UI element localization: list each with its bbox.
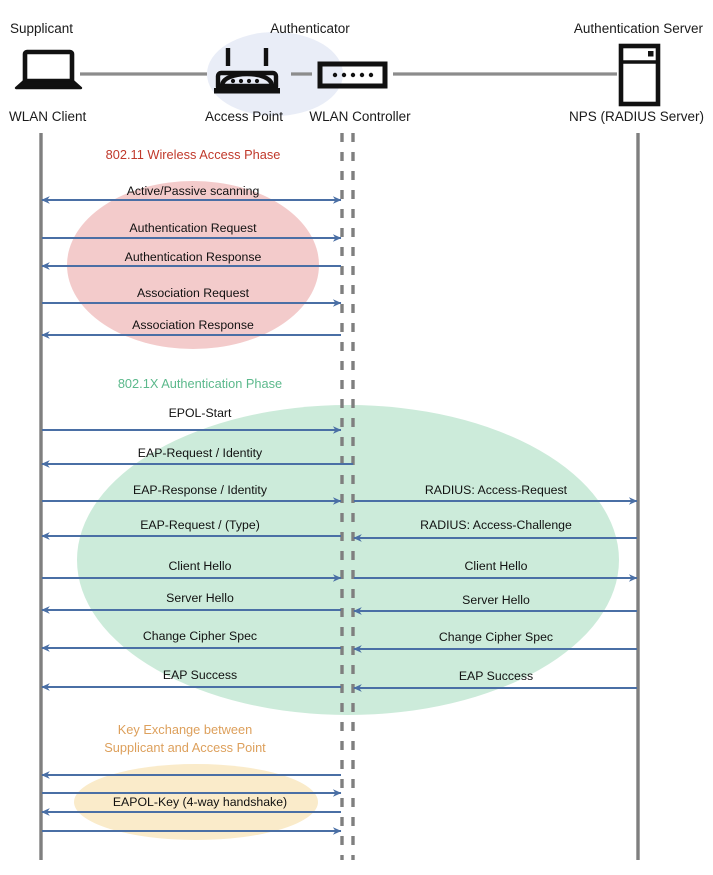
device-label-nps-radius-server: NPS (RADIUS Server) (569, 109, 704, 124)
message-label-radius-access-request: RADIUS: Access-Request (425, 483, 568, 497)
phase-label-802-11: 802.11 Wireless Access Phase (106, 147, 281, 162)
phase-label-key-exchange-line2: Supplicant and Access Point (104, 740, 266, 755)
message-label-change-cipher-spec-right: Change Cipher Spec (439, 630, 553, 644)
message-label-association-request: Association Request (137, 286, 250, 300)
phase-label-key-exchange-line1: Key Exchange between (118, 722, 252, 737)
device-label-access-point: Access Point (205, 109, 283, 124)
server-tower-icon (618, 43, 661, 107)
header-title-authenticator: Authenticator (270, 21, 350, 36)
message-label-server-hello-right: Server Hello (462, 593, 530, 607)
message-label-eap-success-left: EAP Success (163, 668, 237, 682)
message-label-eapol-key-handshake: EAPOL-Key (4-way handshake) (113, 795, 287, 809)
laptop-icon (14, 49, 83, 90)
message-label-radius-access-challenge: RADIUS: Access-Challenge (420, 518, 572, 532)
phase-802-11-ellipse (67, 181, 319, 349)
message-label-eap-request-identity: EAP-Request / Identity (138, 446, 263, 460)
message-label-client-hello-left: Client Hello (169, 559, 232, 573)
message-label-eap-response-identity: EAP-Response / Identity (133, 483, 268, 497)
header-title-supplicant: Supplicant (10, 21, 73, 36)
header-title-auth-server: Authentication Server (574, 21, 704, 36)
message-label-eap-success-right: EAP Success (459, 669, 533, 683)
message-label-association-response: Association Response (132, 318, 254, 332)
message-label-change-cipher-spec-left: Change Cipher Spec (143, 629, 257, 643)
message-label-authentication-request: Authentication Request (129, 221, 257, 235)
message-label-client-hello-right: Client Hello (465, 559, 528, 573)
phase-key-exchange-ellipse (74, 764, 318, 840)
device-label-wlan-controller: WLAN Controller (309, 109, 411, 124)
device-label-wlan-client: WLAN Client (9, 109, 87, 124)
message-label-epol-start: EPOL-Start (169, 406, 232, 420)
message-label-eap-request-type: EAP-Request / (Type) (140, 518, 260, 532)
network-switch-icon (317, 61, 388, 89)
message-label-server-hello-left: Server Hello (166, 591, 234, 605)
message-label-authentication-response: Authentication Response (125, 250, 262, 264)
wireless-router-icon (214, 48, 280, 94)
phase-802-1x-ellipse (77, 405, 619, 715)
message-label-active-passive-scanning: Active/Passive scanning (127, 184, 260, 198)
phase-label-802-1x: 802.1X Authentication Phase (118, 376, 282, 391)
